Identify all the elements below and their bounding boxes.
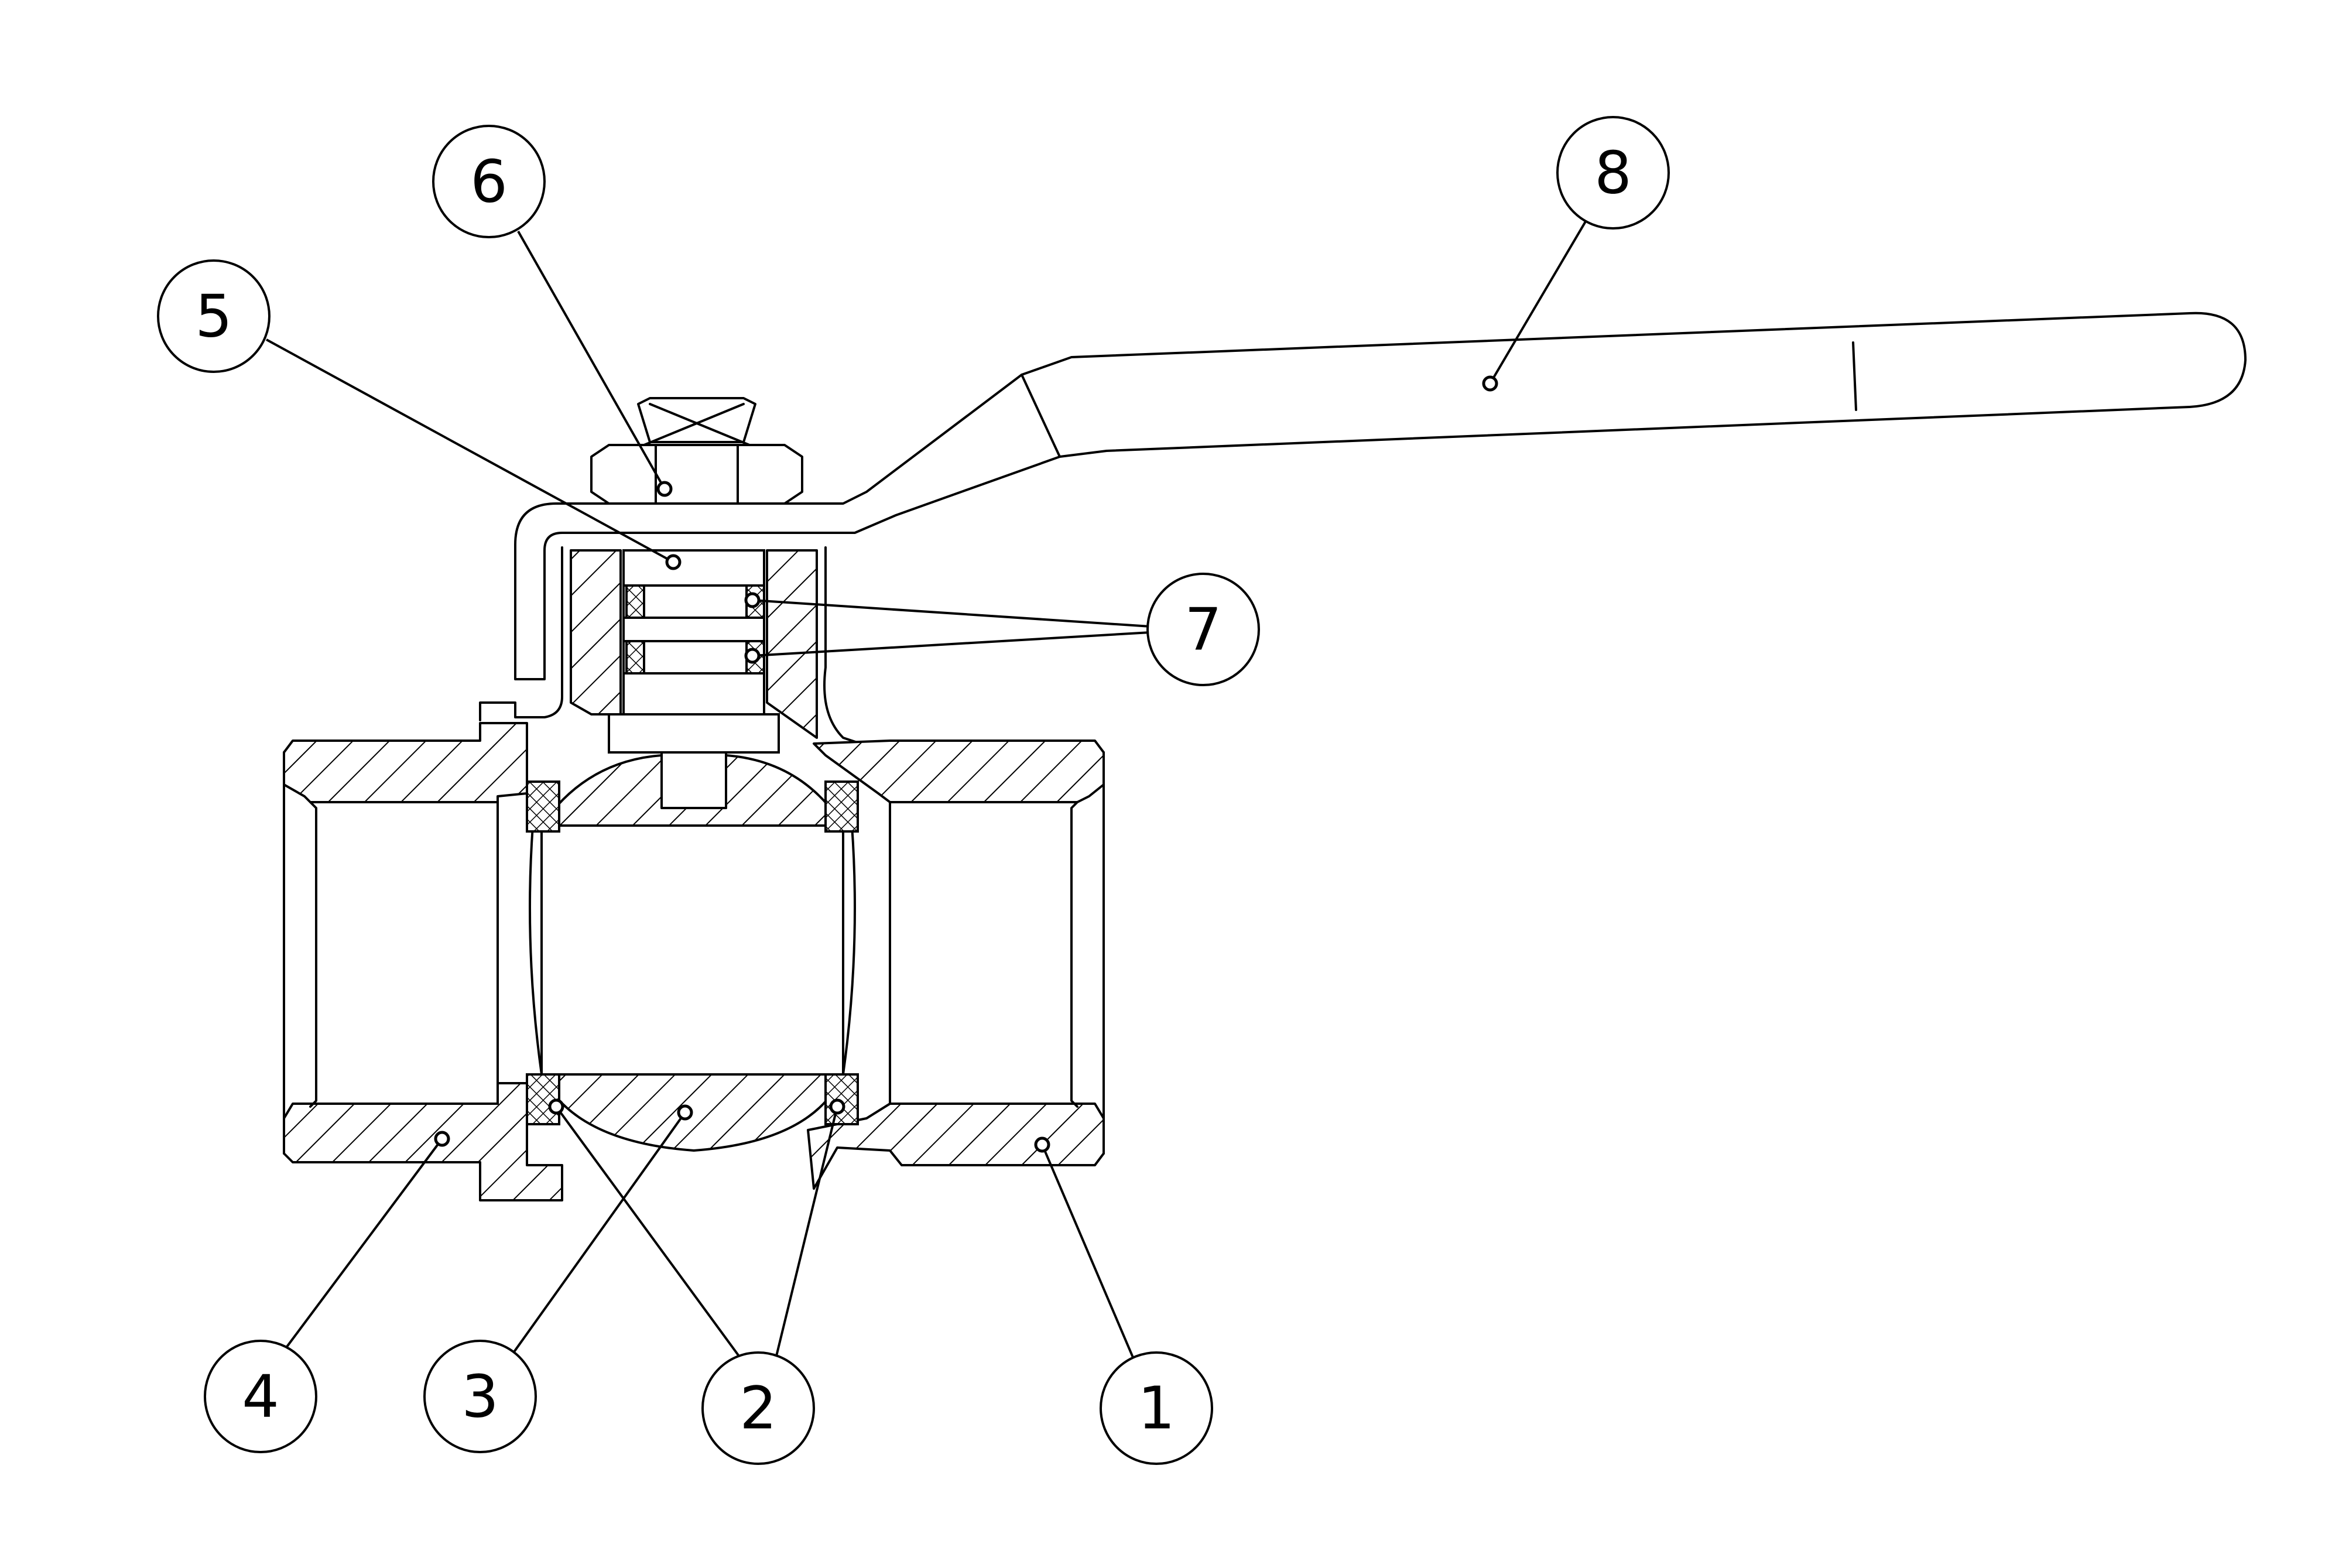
leader-lines <box>266 218 1588 1365</box>
callout-2: 2 <box>701 1351 815 1465</box>
callout-2-label: 2 <box>739 1374 777 1443</box>
target-dots <box>434 375 1498 1153</box>
handle-lever <box>514 311 2247 680</box>
callout-3-label: 3 <box>461 1362 499 1431</box>
callout-6: 6 <box>432 125 546 238</box>
callout-7-label: 7 <box>1184 595 1222 664</box>
callout-1-label: 1 <box>1138 1374 1175 1443</box>
callout-4: 4 <box>204 1340 317 1453</box>
callout-1: 1 <box>1100 1351 1213 1465</box>
callout-5: 5 <box>157 259 271 373</box>
callout-8: 8 <box>1556 116 1670 230</box>
body-neck <box>479 546 897 756</box>
right-body <box>807 740 1105 1190</box>
seat-rings <box>526 780 859 1125</box>
callout-6-label: 6 <box>470 148 508 216</box>
callout-5-label: 5 <box>195 282 232 351</box>
callout-8-label: 8 <box>1594 139 1632 207</box>
callout-7: 7 <box>1146 573 1260 686</box>
stem-nut <box>590 397 803 505</box>
valve-stem <box>608 549 780 809</box>
valve-ball <box>529 754 856 1152</box>
left-end-connector <box>283 722 563 1201</box>
callout-4-label: 4 <box>242 1362 279 1431</box>
callout-3: 3 <box>423 1340 537 1453</box>
